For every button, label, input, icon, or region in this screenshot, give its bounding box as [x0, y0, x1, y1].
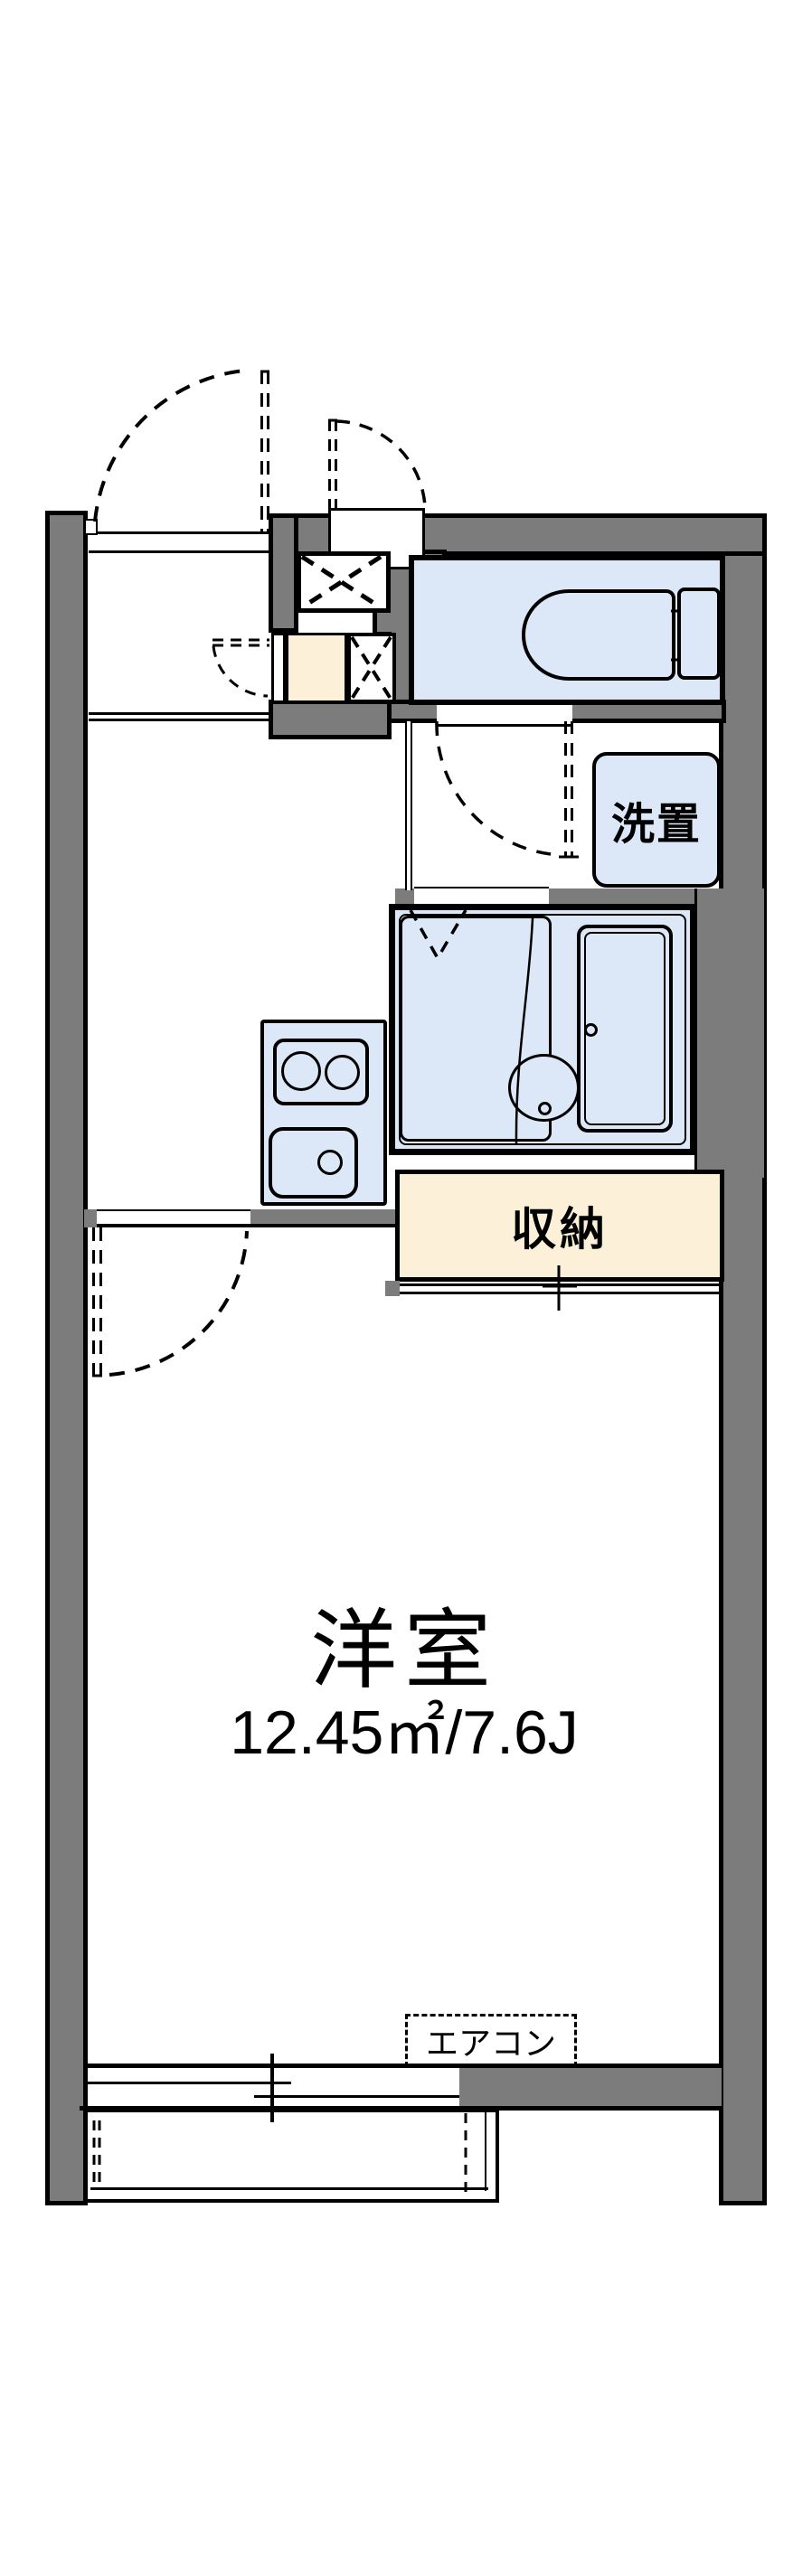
balcony: [84, 2109, 499, 2203]
pipe-space-box: [297, 551, 391, 613]
kitchen-sink: [269, 1127, 358, 1199]
window-wall-outer-line: [80, 2106, 723, 2111]
laundry-space-label: 洗置: [610, 801, 702, 849]
shoe-cabinet-door-symbol: [212, 638, 269, 698]
storage-label: 収納: [511, 1204, 609, 1255]
washroom-door-symbol: [435, 720, 579, 859]
entry-partition-wall: [269, 513, 298, 633]
kitchen-sink-drain: [317, 1150, 343, 1175]
entrance-threshold-line-2: [89, 550, 269, 553]
laundry-space-box: 洗置: [592, 752, 721, 888]
washroom-kitchen-partition: [405, 721, 412, 890]
bathroom-washplace: [400, 916, 552, 1142]
main-room-name: 洋室: [88, 1593, 721, 1699]
bathtub-drain: [584, 1023, 598, 1037]
storage-closet: 収納: [395, 1170, 724, 1282]
entrance-threshold-line-1: [97, 531, 269, 534]
stove-burner-left: [281, 1051, 321, 1091]
window-wall-inner-line: [86, 2064, 722, 2068]
air-conditioner-label: エアコン: [425, 2024, 556, 2062]
entrance-door-symbol: [93, 369, 269, 531]
storage-slider-line-1: [400, 1283, 723, 1286]
toilet-bowl: [522, 589, 675, 681]
room-doorway-top-line: [95, 1209, 250, 1211]
hall-bottom-wall-thick: [269, 700, 392, 739]
window-sash-line-left: [86, 2082, 291, 2084]
stove-burner-right: [325, 1055, 360, 1090]
main-room-name-text: 洋室: [310, 1602, 498, 1699]
shoe-cabinet: [286, 633, 347, 703]
air-conditioner-box: エアコン: [405, 2014, 577, 2067]
entrance-step-notch: [84, 519, 98, 535]
balcony-right-rail-line: [485, 2112, 486, 2191]
main-room-area-text: 12.45㎡/7.6J: [230, 1697, 579, 1767]
right-wall: [719, 513, 767, 2205]
shoe-side-shaft-box: [347, 633, 396, 703]
balcony-inner-edge-line: [90, 2187, 488, 2190]
toilet-door-symbol: [328, 418, 427, 508]
storage-slider-left-stub: [385, 1281, 400, 1296]
genkan-step-line-1: [89, 712, 271, 715]
toilet-tank: [677, 588, 721, 680]
stove-box: [273, 1039, 369, 1105]
genkan-step-line-2: [89, 719, 271, 721]
bathroom-right-wall-filler: [694, 888, 764, 1178]
shoe-cabinet-door-panel: [271, 633, 286, 703]
kitchen-bottom-wall: [250, 1209, 395, 1227]
main-room-area: 12.45㎡/7.6J: [88, 1692, 721, 1767]
room-doorway-jamb: [84, 1209, 97, 1227]
room-doorway-sill-line: [88, 1224, 395, 1227]
window-sash-line-right: [254, 2095, 459, 2098]
storage-slider-line-2: [400, 1292, 723, 1294]
main-room-door-symbol: [92, 1227, 249, 1377]
bathtub: [577, 925, 673, 1133]
window-center-tick: [270, 2054, 274, 2122]
toilet-left-wall-sliver: [392, 624, 411, 703]
left-wall: [45, 511, 88, 2205]
wash-basin-drain: [538, 1102, 552, 1115]
bottom-wall: [459, 2068, 722, 2109]
